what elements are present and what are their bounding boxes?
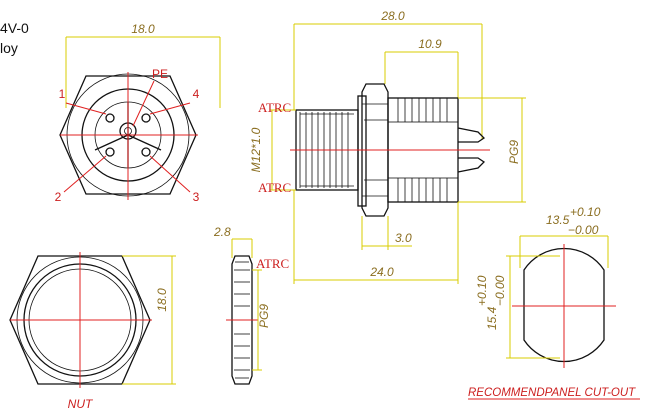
dim-cutout-height: 15.4	[485, 306, 499, 330]
label-pin-2: 2	[55, 190, 62, 204]
label-atrc-nut: ATRC	[256, 256, 289, 271]
dim-total-length: 28.0	[380, 9, 405, 23]
label-pin-3: 3	[193, 190, 200, 204]
pin-3	[141, 147, 151, 157]
nut-side-view: 2.8 PG9 ATRC	[213, 225, 289, 385]
dim-nut-height: 18.0	[155, 288, 169, 312]
nut-view: 18.0 NUT	[9, 252, 176, 411]
dim-rear-length: 10.9	[418, 37, 442, 51]
pin-1	[105, 113, 115, 123]
cutout-shape	[523, 247, 605, 363]
label-atrc-bottom: ATRC	[258, 180, 291, 195]
dim-pg9-main: PG9	[507, 140, 521, 164]
hex-flange	[361, 83, 389, 217]
pin-2	[105, 147, 115, 157]
header-line-2: loy	[0, 40, 18, 56]
side-view: 28.0 10.9	[249, 9, 526, 284]
dim-cutout-height-tol-plus: +0.10	[475, 275, 489, 306]
dim-cutout-width-tol-plus: +0.10	[570, 205, 601, 219]
label-atrc-top: ATRC	[258, 100, 291, 115]
dim-pg9-nut: PG9	[257, 304, 271, 328]
label-nut: NUT	[68, 397, 94, 411]
dim-flange: 3.0	[395, 231, 412, 245]
panel-cutout: 13.5 +0.10 −0.00 15.4 +0.10 −0.00 RECOMM…	[468, 205, 640, 400]
dim-body-length: 24.0	[369, 265, 394, 279]
header-line-1: 4V-0	[0, 20, 29, 36]
dim-cutout-width: 13.5	[546, 213, 570, 227]
label-pe: PE	[152, 67, 168, 81]
pin-4	[141, 113, 151, 123]
dim-cutout-height-tol-minus: −0.00	[493, 275, 507, 306]
dim-front-width: 18.0	[131, 22, 155, 36]
dim-thread: M12*1.0	[249, 127, 263, 172]
nut-side-outline	[231, 255, 253, 385]
front-view: 18.0 PE 1 4 2 3	[55, 22, 221, 204]
label-cutout-title: RECOMMENDPANEL CUT-OUT	[468, 387, 636, 399]
label-pin-4: 4	[193, 87, 200, 101]
dim-nut-thickness: 2.8	[213, 225, 231, 239]
label-pin-1: 1	[59, 87, 66, 101]
dim-cutout-width-tol-minus: −0.00	[568, 223, 599, 237]
